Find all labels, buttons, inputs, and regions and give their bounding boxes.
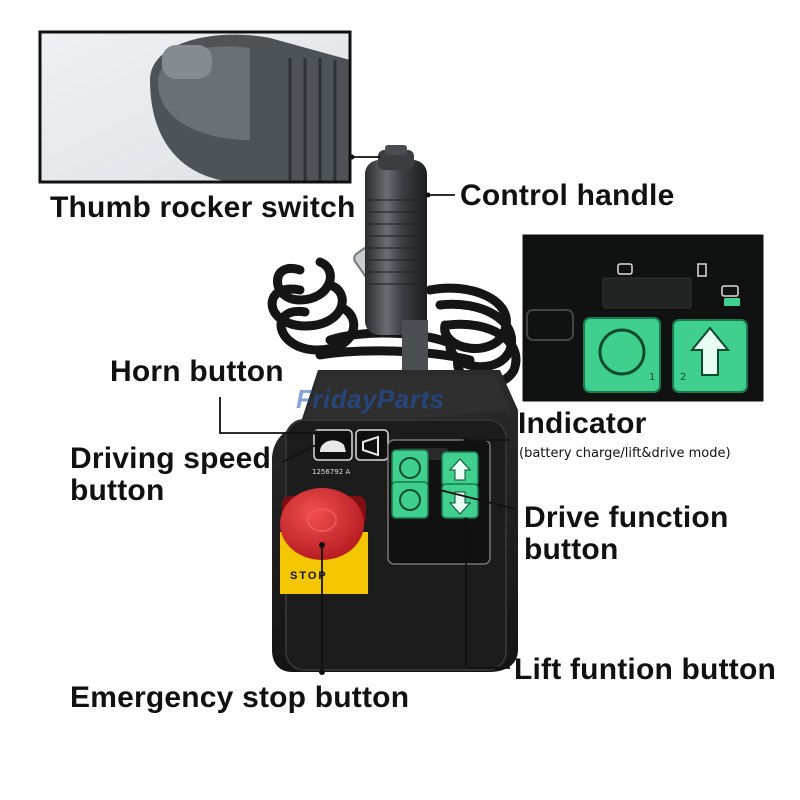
control-handle-shape bbox=[365, 145, 428, 380]
part-number-text: 1256792 A bbox=[312, 468, 351, 476]
label-lift-function-button: Lift funtion button bbox=[514, 653, 777, 686]
label-emergency-stop-button: Emergency stop button bbox=[70, 681, 410, 714]
horn-icon bbox=[362, 435, 379, 457]
label-control-handle: Control handle bbox=[460, 179, 675, 212]
label-driving-speed-line2: button bbox=[70, 474, 165, 507]
label-thumb-rocker-switch: Thumb rocker switch bbox=[50, 191, 356, 224]
rocker-switch-closeup bbox=[150, 34, 350, 182]
turtle-icon bbox=[320, 440, 346, 452]
label-indicator: Indicator bbox=[518, 407, 647, 440]
label-drive-function-line1: Drive function bbox=[524, 501, 729, 534]
button-panel bbox=[387, 439, 491, 565]
button-number-1: 1 bbox=[649, 372, 656, 383]
label-drive-function-line2: button bbox=[524, 533, 619, 566]
label-driving-speed-line1: Driving speed bbox=[70, 442, 271, 475]
callout-lines bbox=[219, 156, 516, 672]
emergency-stop bbox=[280, 488, 368, 594]
button-number-2: 2 bbox=[680, 372, 687, 383]
brand-watermark: FridayParts bbox=[296, 384, 445, 414]
label-horn-button: Horn button bbox=[110, 355, 284, 388]
stop-text: STOP bbox=[290, 570, 328, 582]
label-indicator-note: (battery charge/lift&drive mode) bbox=[519, 446, 731, 461]
callout-dots bbox=[313, 154, 469, 675]
speed-horn-buttons bbox=[313, 429, 389, 461]
indicator-panel-closeup bbox=[526, 263, 748, 393]
